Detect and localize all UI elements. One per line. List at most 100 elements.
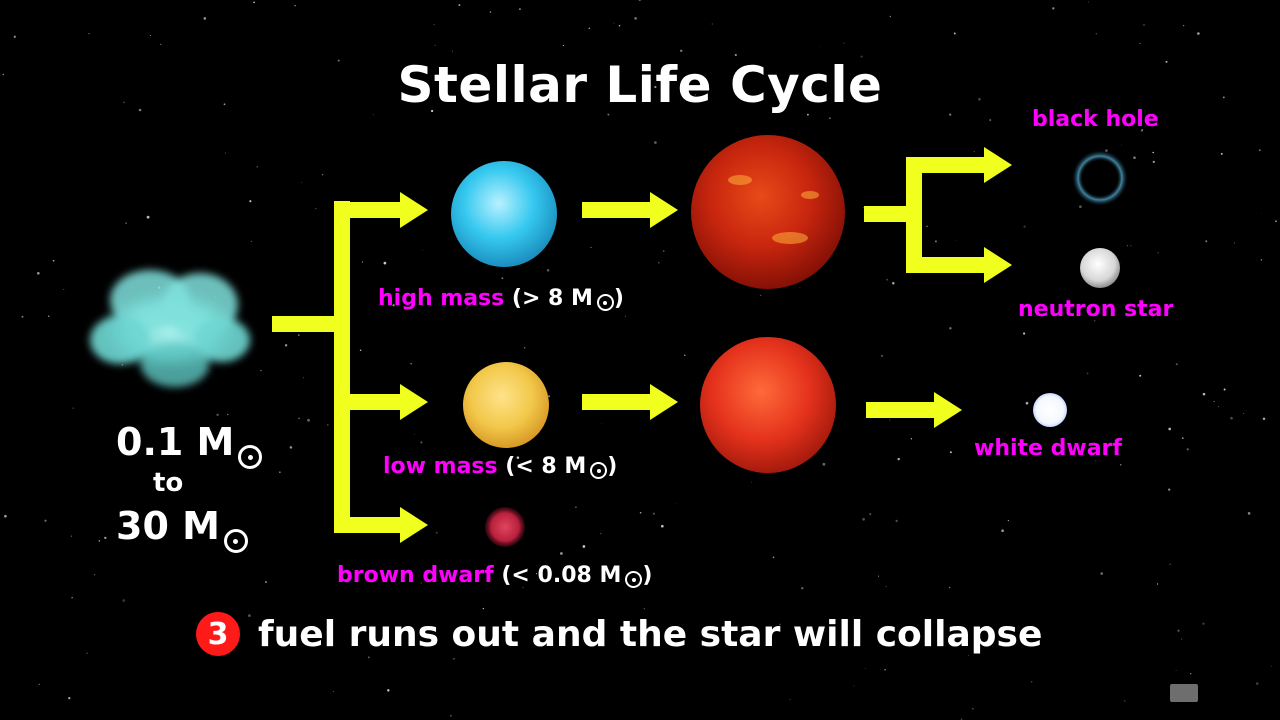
background-star (1139, 43, 1141, 45)
background-star (862, 518, 865, 521)
background-star (607, 113, 610, 116)
background-star (383, 261, 387, 265)
background-star (582, 545, 586, 548)
background-star (624, 315, 626, 317)
background-star (1182, 24, 1185, 27)
background-star (1190, 673, 1192, 675)
background-star (224, 152, 226, 154)
background-star (13, 35, 16, 38)
background-star (44, 519, 47, 522)
background-star (1157, 252, 1159, 254)
background-star (471, 633, 473, 635)
background-star (458, 4, 461, 7)
background-star (1202, 392, 1206, 396)
background-star (1095, 32, 1098, 35)
background-star (121, 364, 123, 366)
arrow-high-mass-shaft (342, 202, 402, 218)
background-star (248, 614, 251, 617)
background-star (734, 53, 737, 57)
background-star (420, 441, 423, 444)
background-star (1119, 262, 1121, 263)
background-star (1094, 320, 1096, 322)
white-dwarf-icon (1033, 393, 1067, 427)
background-star (98, 540, 101, 542)
background-star (2, 73, 4, 76)
background-star (522, 586, 524, 589)
background-star (422, 249, 423, 251)
background-star (1141, 129, 1144, 131)
background-star (146, 215, 150, 219)
background-star (361, 261, 364, 263)
background-star (298, 334, 300, 336)
background-star (1130, 244, 1132, 247)
background-star (1213, 401, 1215, 402)
mass-range-low: 0.1 M (116, 420, 263, 469)
background-star (801, 587, 804, 590)
sun-symbol-icon (625, 571, 643, 588)
background-star (1234, 242, 1236, 244)
background-star (1139, 374, 1142, 377)
background-star (86, 652, 88, 654)
background-star (93, 574, 96, 576)
background-star (410, 363, 412, 365)
arrow-black-hole-shaft (914, 157, 986, 173)
arrow-icon (400, 192, 428, 228)
neutron-star-icon (1080, 248, 1120, 288)
background-star (869, 512, 872, 516)
background-star (654, 85, 657, 89)
background-star (843, 42, 845, 44)
background-star (1133, 156, 1136, 159)
brown-dwarf-close: ) (642, 563, 653, 588)
background-star (1260, 259, 1263, 261)
background-star (1023, 225, 1026, 228)
background-star (1086, 372, 1089, 375)
background-star (1205, 240, 1208, 243)
background-star (949, 113, 952, 116)
background-star (989, 119, 992, 122)
background-star (1181, 437, 1184, 439)
background-star (332, 690, 334, 693)
background-star (895, 519, 898, 523)
background-star (892, 281, 895, 285)
page-title: Stellar Life Cycle (397, 56, 883, 114)
background-star (4, 514, 7, 518)
background-star (1230, 416, 1233, 420)
arrow-icon (934, 392, 962, 428)
blue-star-icon (451, 161, 557, 267)
background-star (1197, 32, 1200, 35)
arrow-icon (984, 147, 1012, 183)
background-star (413, 434, 415, 435)
background-star (489, 11, 492, 13)
background-star (954, 240, 956, 242)
sun-symbol-icon (590, 462, 608, 479)
background-star (934, 240, 937, 243)
high-mass-close: ) (613, 286, 624, 311)
background-star (772, 556, 775, 559)
background-star (590, 247, 592, 249)
background-star (978, 97, 981, 101)
background-star (1258, 149, 1261, 151)
background-star (337, 59, 340, 62)
background-star (639, 511, 642, 514)
background-star (822, 462, 826, 466)
background-star (829, 117, 831, 119)
background-star (546, 268, 550, 272)
arrow-neutron-shaft (914, 257, 986, 273)
background-star (1247, 512, 1251, 515)
background-star (1025, 401, 1029, 405)
background-star (52, 259, 55, 262)
background-star (315, 208, 317, 210)
background-star (884, 668, 886, 671)
fork-trunk (906, 157, 922, 273)
red-supergiant-icon (691, 135, 845, 289)
background-star (880, 354, 884, 357)
background-star (877, 575, 880, 577)
background-star (676, 502, 677, 504)
background-star (1255, 682, 1259, 685)
background-star (430, 109, 434, 113)
background-star (70, 535, 72, 537)
background-star (294, 4, 296, 7)
background-star (392, 304, 395, 307)
background-star (1007, 519, 1010, 522)
